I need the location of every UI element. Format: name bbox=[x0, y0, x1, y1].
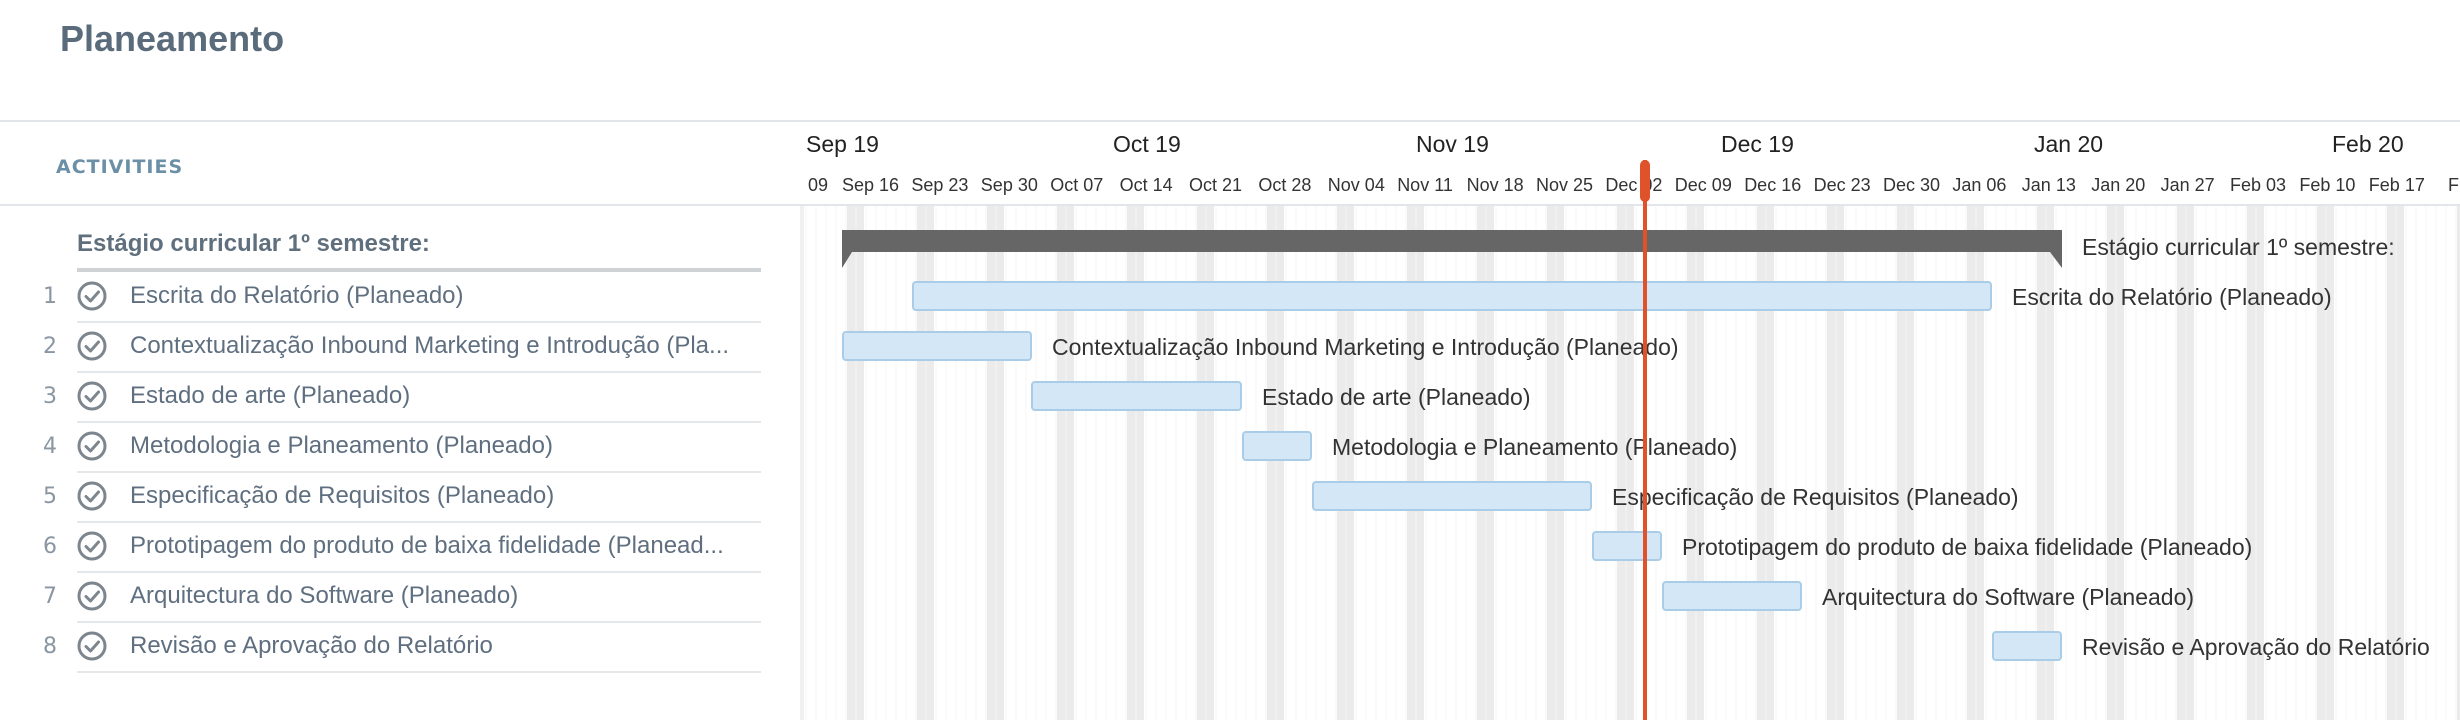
week-label: Jan 27 bbox=[2161, 175, 2215, 195]
task-bar[interactable] bbox=[1312, 481, 1592, 511]
task-bar-label: Especificação de Requisitos (Planeado) bbox=[1612, 484, 2019, 510]
group-underline bbox=[77, 268, 761, 272]
week-label: Dec 30 bbox=[1883, 175, 1940, 195]
week-label: Dec 09 bbox=[1675, 175, 1732, 195]
page-title: Planeamento bbox=[60, 18, 285, 59]
task-bar-label: Prototipagem do produto de baixa fidelid… bbox=[1682, 534, 2252, 560]
task-number: 4 bbox=[43, 434, 57, 459]
week-label: Jan 06 bbox=[1952, 175, 2006, 195]
weekend-stripe bbox=[2457, 206, 2460, 720]
header-divider bbox=[0, 120, 2460, 122]
task-number: 8 bbox=[43, 634, 57, 659]
check-circle-icon[interactable] bbox=[76, 580, 108, 612]
task-bar[interactable] bbox=[1992, 631, 2062, 661]
week-label: Oct 28 bbox=[1258, 175, 1311, 195]
check-circle-icon[interactable] bbox=[76, 330, 108, 362]
task-bar-label: Contextualização Inbound Marketing e Int… bbox=[1052, 334, 1679, 360]
task-number: 7 bbox=[43, 584, 57, 609]
month-label: Oct 19 bbox=[1113, 131, 1181, 157]
week-label: Sep 16 bbox=[842, 175, 899, 195]
check-circle-icon[interactable] bbox=[76, 430, 108, 462]
task-bar-label: Estado de arte (Planeado) bbox=[1262, 384, 1531, 410]
week-label: Dec 16 bbox=[1744, 175, 1801, 195]
task-number: 2 bbox=[43, 334, 57, 359]
task-number: 1 bbox=[43, 284, 57, 309]
month-label: Dec 19 bbox=[1721, 131, 1794, 157]
week-label: 09 bbox=[808, 175, 828, 195]
task-bar[interactable] bbox=[842, 331, 1032, 361]
panel-separator[interactable] bbox=[800, 206, 804, 720]
week-label: Feb 17 bbox=[2369, 175, 2425, 195]
task-bar[interactable] bbox=[1242, 431, 1312, 461]
group-title[interactable]: Estágio curricular 1º semestre: bbox=[77, 230, 430, 257]
task-bar-label: Arquitectura do Software (Planeado) bbox=[1822, 584, 2194, 610]
month-label: Nov 19 bbox=[1416, 131, 1489, 157]
week-label: Sep 30 bbox=[981, 175, 1038, 195]
week-label: Jan 13 bbox=[2022, 175, 2076, 195]
week-label: Dec 23 bbox=[1814, 175, 1871, 195]
month-label: Feb 20 bbox=[2332, 131, 2404, 157]
check-circle-icon[interactable] bbox=[76, 480, 108, 512]
row-divider bbox=[77, 371, 761, 373]
row-divider bbox=[77, 621, 761, 623]
task-bar[interactable] bbox=[912, 281, 1992, 311]
task-bar[interactable] bbox=[1662, 581, 1802, 611]
month-label: Jan 20 bbox=[2034, 131, 2103, 157]
week-label: Oct 07 bbox=[1050, 175, 1103, 195]
month-label: Sep 19 bbox=[806, 131, 879, 157]
week-label: Nov 25 bbox=[1536, 175, 1593, 195]
task-number: 3 bbox=[43, 384, 57, 409]
group-summary-bar[interactable] bbox=[842, 230, 2062, 268]
check-circle-icon[interactable] bbox=[76, 380, 108, 412]
group-bar-label: Estágio curricular 1º semestre: bbox=[2082, 234, 2395, 260]
week-label: Dec 02 bbox=[1605, 175, 1662, 195]
week-label: Jan 20 bbox=[2091, 175, 2145, 195]
row-divider bbox=[77, 321, 761, 323]
row-divider bbox=[77, 471, 761, 473]
activities-header: ACTIVITIES bbox=[56, 156, 184, 178]
week-label: Sep 23 bbox=[911, 175, 968, 195]
task-bar-label: Revisão e Aprovação do Relatório bbox=[2082, 634, 2430, 660]
week-label: Oct 14 bbox=[1120, 175, 1173, 195]
check-circle-icon[interactable] bbox=[76, 530, 108, 562]
row-divider bbox=[77, 521, 761, 523]
week-label: Feb 10 bbox=[2299, 175, 2355, 195]
week-label: F bbox=[2448, 175, 2459, 195]
week-label: Oct 21 bbox=[1189, 175, 1242, 195]
task-bar-label: Metodologia e Planeamento (Planeado) bbox=[1332, 434, 1737, 460]
row-divider bbox=[77, 671, 761, 673]
week-label: Nov 11 bbox=[1397, 175, 1453, 195]
task-bar[interactable] bbox=[1592, 531, 1662, 561]
row-divider bbox=[77, 571, 761, 573]
week-label: Nov 04 bbox=[1328, 175, 1385, 195]
task-number: 5 bbox=[43, 484, 57, 509]
row-divider bbox=[77, 421, 761, 423]
check-circle-icon[interactable] bbox=[76, 280, 108, 312]
week-label: Feb 03 bbox=[2230, 175, 2286, 195]
task-bar-label: Escrita do Relatório (Planeado) bbox=[2012, 284, 2332, 310]
timeline-header-divider bbox=[0, 204, 2460, 206]
check-circle-icon[interactable] bbox=[76, 630, 108, 662]
task-number: 6 bbox=[43, 534, 57, 559]
task-bar[interactable] bbox=[1031, 381, 1242, 411]
week-label: Nov 18 bbox=[1467, 175, 1524, 195]
